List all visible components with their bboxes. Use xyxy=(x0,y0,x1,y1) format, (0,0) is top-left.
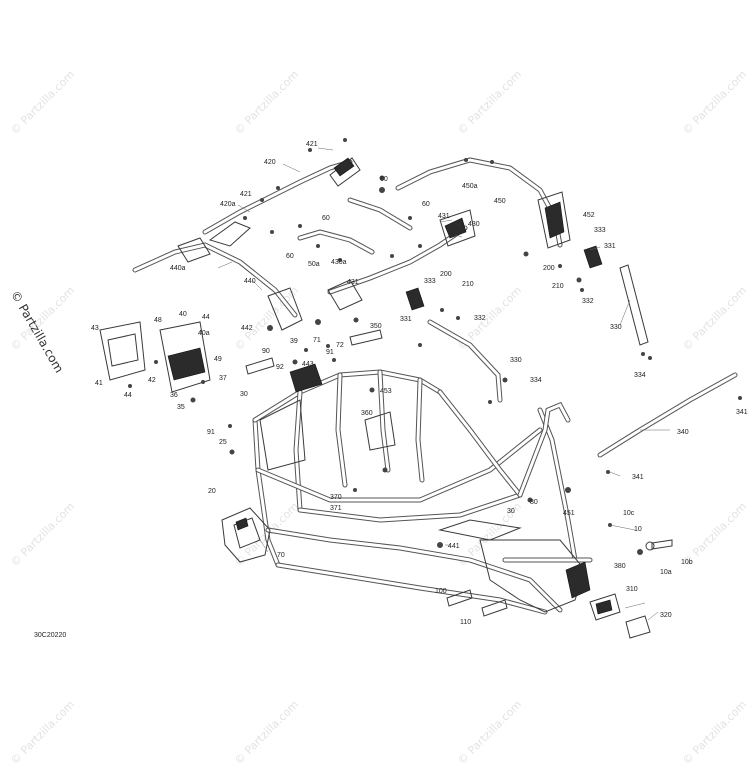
label-50a: 50a xyxy=(308,261,320,268)
side-roof-bar-450[interactable] xyxy=(395,157,571,249)
label-333: 333 xyxy=(424,278,436,285)
bracket-assembly-40[interactable] xyxy=(99,321,211,393)
front-roof-bar-430[interactable] xyxy=(327,209,476,311)
label-450: 450 xyxy=(494,198,506,205)
hitch-assembly[interactable] xyxy=(565,561,651,639)
label-91: 91 xyxy=(207,429,215,436)
label-420a: 420a xyxy=(220,201,236,208)
label-331: 331 xyxy=(400,316,412,323)
label-450a: 450a xyxy=(462,183,478,190)
label-39: 39 xyxy=(290,338,298,345)
label-350: 350 xyxy=(370,323,382,330)
label-42: 42 xyxy=(148,377,156,384)
label-72: 72 xyxy=(336,342,344,349)
label-441: 441 xyxy=(448,543,460,550)
label-10a: 10a xyxy=(660,569,672,576)
roof-front-bar-440[interactable] xyxy=(132,237,303,331)
label-310: 310 xyxy=(626,586,638,593)
label-37: 37 xyxy=(219,375,227,382)
label-36: 36 xyxy=(170,392,178,399)
label-443: 443 xyxy=(302,361,314,368)
label-35: 35 xyxy=(177,404,185,411)
label-334: 334 xyxy=(634,372,646,379)
label-210: 210 xyxy=(462,281,474,288)
label-90: 90 xyxy=(262,348,270,355)
label-332: 332 xyxy=(474,315,486,322)
label-421: 421 xyxy=(240,191,252,198)
label-360: 360 xyxy=(361,410,373,417)
main-frame[interactable] xyxy=(252,363,593,615)
label-48: 48 xyxy=(154,317,162,324)
label-60: 60 xyxy=(380,176,388,183)
label-110: 110 xyxy=(460,619,471,626)
roof-rear-bar-420[interactable] xyxy=(202,157,361,247)
diagram-code: 30C20220 xyxy=(34,632,67,639)
label-332: 332 xyxy=(582,298,594,305)
label-44: 44 xyxy=(124,392,132,399)
cross-brace-60[interactable] xyxy=(297,197,413,255)
label-341: 341 xyxy=(632,474,644,481)
label-71: 71 xyxy=(313,337,321,344)
vertical-bar-330[interactable] xyxy=(427,319,503,403)
label-10c: 10c xyxy=(623,510,635,517)
label-210: 210 xyxy=(552,283,564,290)
label-442: 442 xyxy=(241,325,253,332)
label-30: 30 xyxy=(507,508,515,515)
label-431: 431 xyxy=(438,213,450,220)
label-371: 371 xyxy=(330,505,342,512)
label-60: 60 xyxy=(422,201,430,208)
label-100: 100 xyxy=(435,588,447,595)
label-451: 451 xyxy=(563,510,575,517)
label-20: 20 xyxy=(208,488,216,495)
label-330: 330 xyxy=(510,357,522,364)
label-40: 40 xyxy=(179,311,187,318)
label-10: 10 xyxy=(634,526,642,533)
label-431: 431 xyxy=(347,279,359,286)
label-340: 340 xyxy=(677,429,689,436)
label-60: 60 xyxy=(286,253,294,260)
label-370: 370 xyxy=(330,494,342,501)
label-330: 330 xyxy=(610,324,622,331)
label-25: 25 xyxy=(219,439,227,446)
label-49: 49 xyxy=(214,356,222,363)
hardware-bolts xyxy=(128,138,742,555)
label-331: 331 xyxy=(604,243,616,250)
label-92: 92 xyxy=(276,364,284,371)
label-30: 30 xyxy=(240,391,248,398)
label-452: 452 xyxy=(583,212,595,219)
label-91: 91 xyxy=(326,349,334,356)
shock-spring-333[interactable] xyxy=(405,245,603,311)
label-41: 41 xyxy=(95,380,103,387)
label-420: 420 xyxy=(264,159,276,166)
parts-diagram: 421 420 421 420a 440a 440 60 60 60 60 50… xyxy=(91,138,748,639)
label-333: 333 xyxy=(594,227,606,234)
label-60: 60 xyxy=(322,215,330,222)
label-10b: 10b xyxy=(681,559,693,566)
label-40a: 40a xyxy=(198,330,210,337)
label-341: 341 xyxy=(736,409,748,416)
pin-10[interactable] xyxy=(645,539,673,551)
label-320: 320 xyxy=(660,612,672,619)
vertical-bar-330-right[interactable] xyxy=(619,264,649,346)
label-421: 421 xyxy=(306,141,318,148)
leader-lines xyxy=(217,147,670,621)
label-70: 70 xyxy=(277,552,285,559)
skid-plates[interactable] xyxy=(245,329,508,617)
label-43: 43 xyxy=(91,325,99,332)
label-380: 380 xyxy=(614,563,626,570)
label-440: 440 xyxy=(244,278,256,285)
label-80: 80 xyxy=(530,499,538,506)
label-430: 430 xyxy=(468,221,480,228)
part-labels: 421 420 421 420a 440a 440 60 60 60 60 50… xyxy=(91,141,748,626)
label-200: 200 xyxy=(543,265,555,272)
label-453: 453 xyxy=(380,388,392,395)
label-440a: 440a xyxy=(170,265,186,272)
long-bar-340[interactable] xyxy=(597,372,738,458)
label-44: 44 xyxy=(202,314,210,321)
label-430a: 430a xyxy=(331,259,347,266)
label-334: 334 xyxy=(530,377,542,384)
label-200: 200 xyxy=(440,271,452,278)
